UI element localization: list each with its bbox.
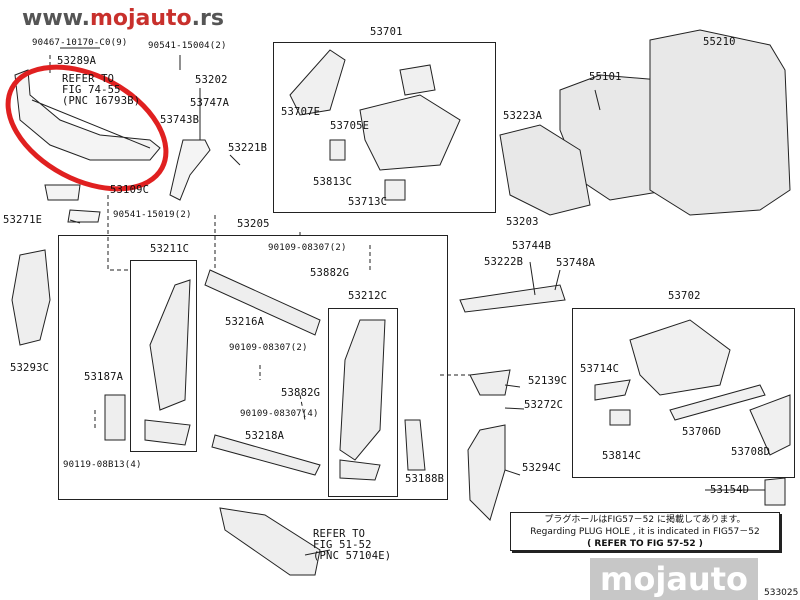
part-label: 90467-10170-C0(9) — [32, 38, 128, 48]
part-label: 90541-15004(2) — [148, 41, 227, 51]
part-label: 53188B — [405, 473, 445, 485]
part-label: 53154D — [710, 484, 750, 496]
refer-line: REFER TO — [313, 528, 366, 540]
part-label: 53294C — [522, 462, 562, 474]
group-box-53212c — [328, 308, 398, 497]
refer-note-57104e: REFER TO FIG 51-52 (PNC 57104E) — [313, 529, 391, 562]
note-reference: ( REFER TO FIG 57-52 ) — [587, 539, 703, 549]
group-box-53211c — [130, 260, 197, 452]
part-label: 53289A — [57, 55, 97, 67]
refer-line: FIG 51-52 — [313, 539, 372, 551]
part-label: 53813C — [313, 176, 353, 188]
part-label: 53713C — [348, 196, 388, 208]
refer-line: (PNC 16793B) — [62, 95, 141, 107]
site-url: www.mojauto.rs — [22, 6, 224, 31]
part-label: 53271E — [3, 214, 43, 226]
part-label: 53701 — [370, 26, 403, 38]
site-prefix: www. — [22, 6, 90, 31]
refer-line: REFER TO — [62, 73, 115, 85]
part-label: 53216A — [225, 316, 265, 328]
part-label: 52139C — [528, 375, 568, 387]
part-label: 90109-08307(2) — [229, 343, 308, 353]
site-suffix: .rs — [191, 6, 224, 31]
site-brand: mojauto — [89, 6, 192, 31]
part-label: 90541-15019(2) — [113, 210, 192, 220]
part-label: 53747A — [190, 97, 230, 109]
part-label: 53706D — [682, 426, 722, 438]
part-label: 53743B — [160, 114, 200, 126]
part-label: 53748A — [556, 257, 596, 269]
diagram-code: 533025 — [764, 588, 799, 598]
part-label: 55210 — [703, 36, 736, 48]
part-label: 53203 — [506, 216, 539, 228]
group-box-53702 — [572, 308, 795, 478]
refer-line: (PNC 57104E) — [313, 550, 392, 562]
part-label: 53272C — [524, 399, 564, 411]
part-label: 53708D — [731, 446, 771, 458]
group-box-53205 — [58, 235, 448, 500]
part-label: 53202 — [195, 74, 228, 86]
note-japanese: プラグホールはFIG57－52 に掲載してあります。 — [544, 515, 746, 525]
part-label: 53221B — [228, 142, 268, 154]
part-label: 53744B — [512, 240, 552, 252]
part-label: 53702 — [668, 290, 701, 302]
refer-line: FIG 74-55 — [62, 84, 121, 96]
refer-note-16793b: REFER TO FIG 74-55 (PNC 16793B) — [62, 74, 140, 107]
part-label: 53205 — [237, 218, 270, 230]
part-label: 53814C — [602, 450, 642, 462]
part-label: 53222B — [484, 256, 524, 268]
note-english: Regarding PLUG HOLE , it is indicated in… — [530, 527, 760, 537]
part-label: 53882G — [281, 387, 321, 399]
part-label: 53705E — [330, 120, 370, 132]
part-label: 90109-08307(2) — [268, 243, 347, 253]
plug-hole-note: プラグホールはFIG57－52 に掲載してあります。 Regarding PLU… — [510, 512, 780, 551]
watermark-logo: mojauto — [590, 558, 758, 600]
part-label: 53109C — [110, 184, 150, 196]
part-label: 53714C — [580, 363, 620, 375]
part-label: 90109-08307(4) — [240, 409, 319, 419]
part-label: 55101 — [589, 71, 622, 83]
part-label: 53293C — [10, 362, 50, 374]
part-label: 90119-08B13(4) — [63, 460, 142, 470]
group-box-53701 — [273, 42, 496, 213]
part-label: 53212C — [348, 290, 388, 302]
part-label: 53211C — [150, 243, 190, 255]
part-label: 53223A — [503, 110, 543, 122]
part-label: 53707E — [281, 106, 321, 118]
part-label: 53187A — [84, 371, 124, 383]
part-label: 53882G — [310, 267, 350, 279]
part-label: 53218A — [245, 430, 285, 442]
